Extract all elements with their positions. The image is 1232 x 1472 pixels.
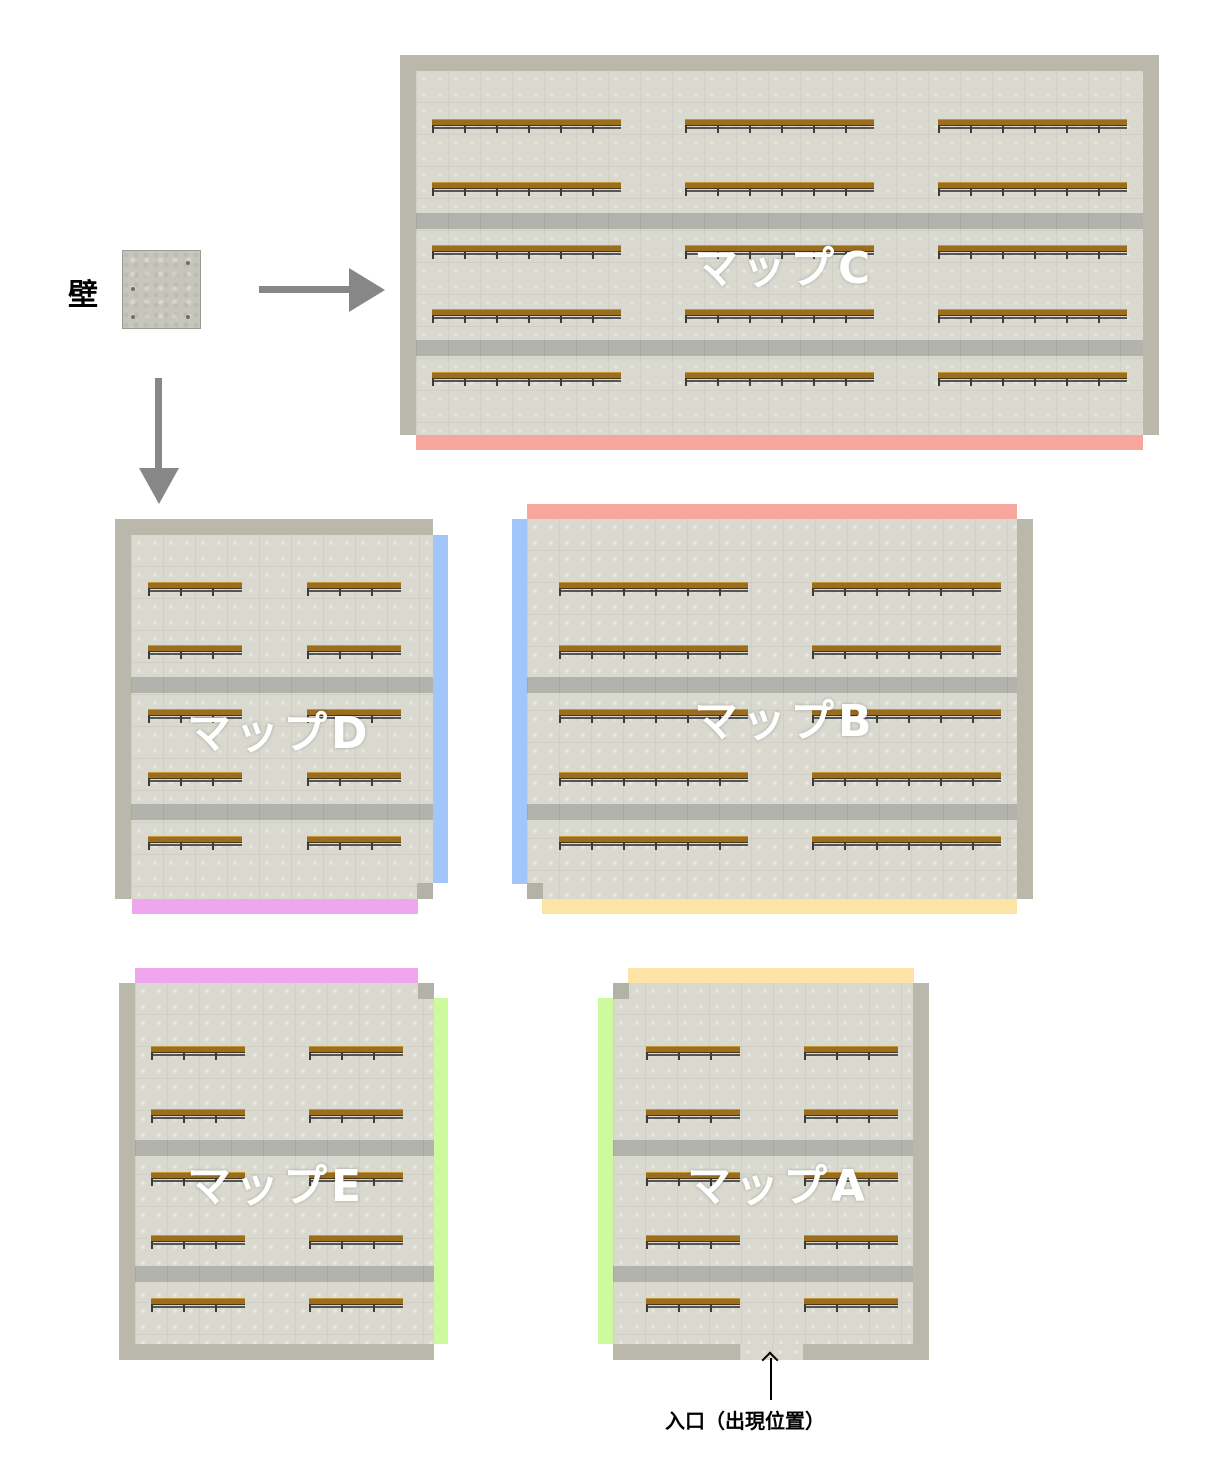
bench: [938, 309, 1127, 323]
bench: [559, 645, 748, 659]
bench: [804, 1235, 898, 1249]
bench: [646, 1109, 740, 1123]
bench: [151, 1172, 245, 1186]
connection-edge-e-a: [434, 998, 448, 1344]
bench: [685, 245, 874, 259]
bench: [685, 182, 874, 196]
map-label-d: マップD: [187, 708, 372, 759]
bench: [646, 1046, 740, 1060]
connection-edge-e-a-left: [598, 998, 613, 1344]
bench: [309, 1172, 403, 1186]
bench: [646, 1172, 740, 1186]
bench: [309, 1235, 403, 1249]
connection-edge-c-b-top: [527, 504, 1017, 519]
bench: [148, 645, 242, 659]
wall-label: 壁: [68, 278, 98, 313]
connection-edge-d-e: [132, 899, 418, 914]
bench: [812, 709, 1001, 723]
bench: [559, 836, 748, 850]
bench: [307, 582, 401, 596]
map-label-e: マップE: [187, 1161, 366, 1212]
bench: [148, 582, 242, 596]
bench: [685, 119, 874, 133]
bench: [938, 245, 1127, 259]
map-label-c: マップC: [694, 243, 875, 294]
bench: [685, 309, 874, 323]
bench: [432, 182, 621, 196]
bench: [812, 645, 1001, 659]
bench: [309, 1298, 403, 1312]
bench: [804, 1109, 898, 1123]
bench: [309, 1046, 403, 1060]
bench: [938, 372, 1127, 386]
bench: [432, 245, 621, 259]
connection-edge-b-a-top: [628, 968, 914, 983]
bench: [151, 1298, 245, 1312]
bench: [559, 772, 748, 786]
bench: [938, 182, 1127, 196]
bench: [151, 1235, 245, 1249]
bench: [307, 772, 401, 786]
bench: [812, 582, 1001, 596]
bench: [559, 582, 748, 596]
bench: [812, 836, 1001, 850]
bench: [804, 1298, 898, 1312]
bench: [148, 709, 242, 723]
connection-edge-d-b-left: [512, 519, 527, 884]
bench: [804, 1172, 898, 1186]
connection-edge-d-e-top: [135, 968, 418, 983]
bench: [148, 836, 242, 850]
bench: [812, 772, 1001, 786]
bench: [804, 1046, 898, 1060]
bench: [432, 372, 621, 386]
bench: [307, 645, 401, 659]
bench: [685, 372, 874, 386]
bench: [938, 119, 1127, 133]
bench: [646, 1235, 740, 1249]
bench: [309, 1109, 403, 1123]
bench: [307, 709, 401, 723]
bench: [559, 709, 748, 723]
connection-edge-c-b: [416, 435, 1143, 450]
map-label-b: マップB: [694, 696, 876, 747]
bench: [432, 119, 621, 133]
bench: [307, 836, 401, 850]
entrance-label: 入口（出現位置）: [665, 1409, 825, 1433]
bench: [151, 1109, 245, 1123]
bench: [151, 1046, 245, 1060]
connection-edge-d-b: [433, 535, 448, 883]
bench: [646, 1298, 740, 1312]
wall-texture-icon: [122, 250, 201, 329]
map-label-a: マップA: [687, 1161, 870, 1212]
connection-edge-b-a: [542, 899, 1017, 914]
bench: [148, 772, 242, 786]
bench: [432, 309, 621, 323]
